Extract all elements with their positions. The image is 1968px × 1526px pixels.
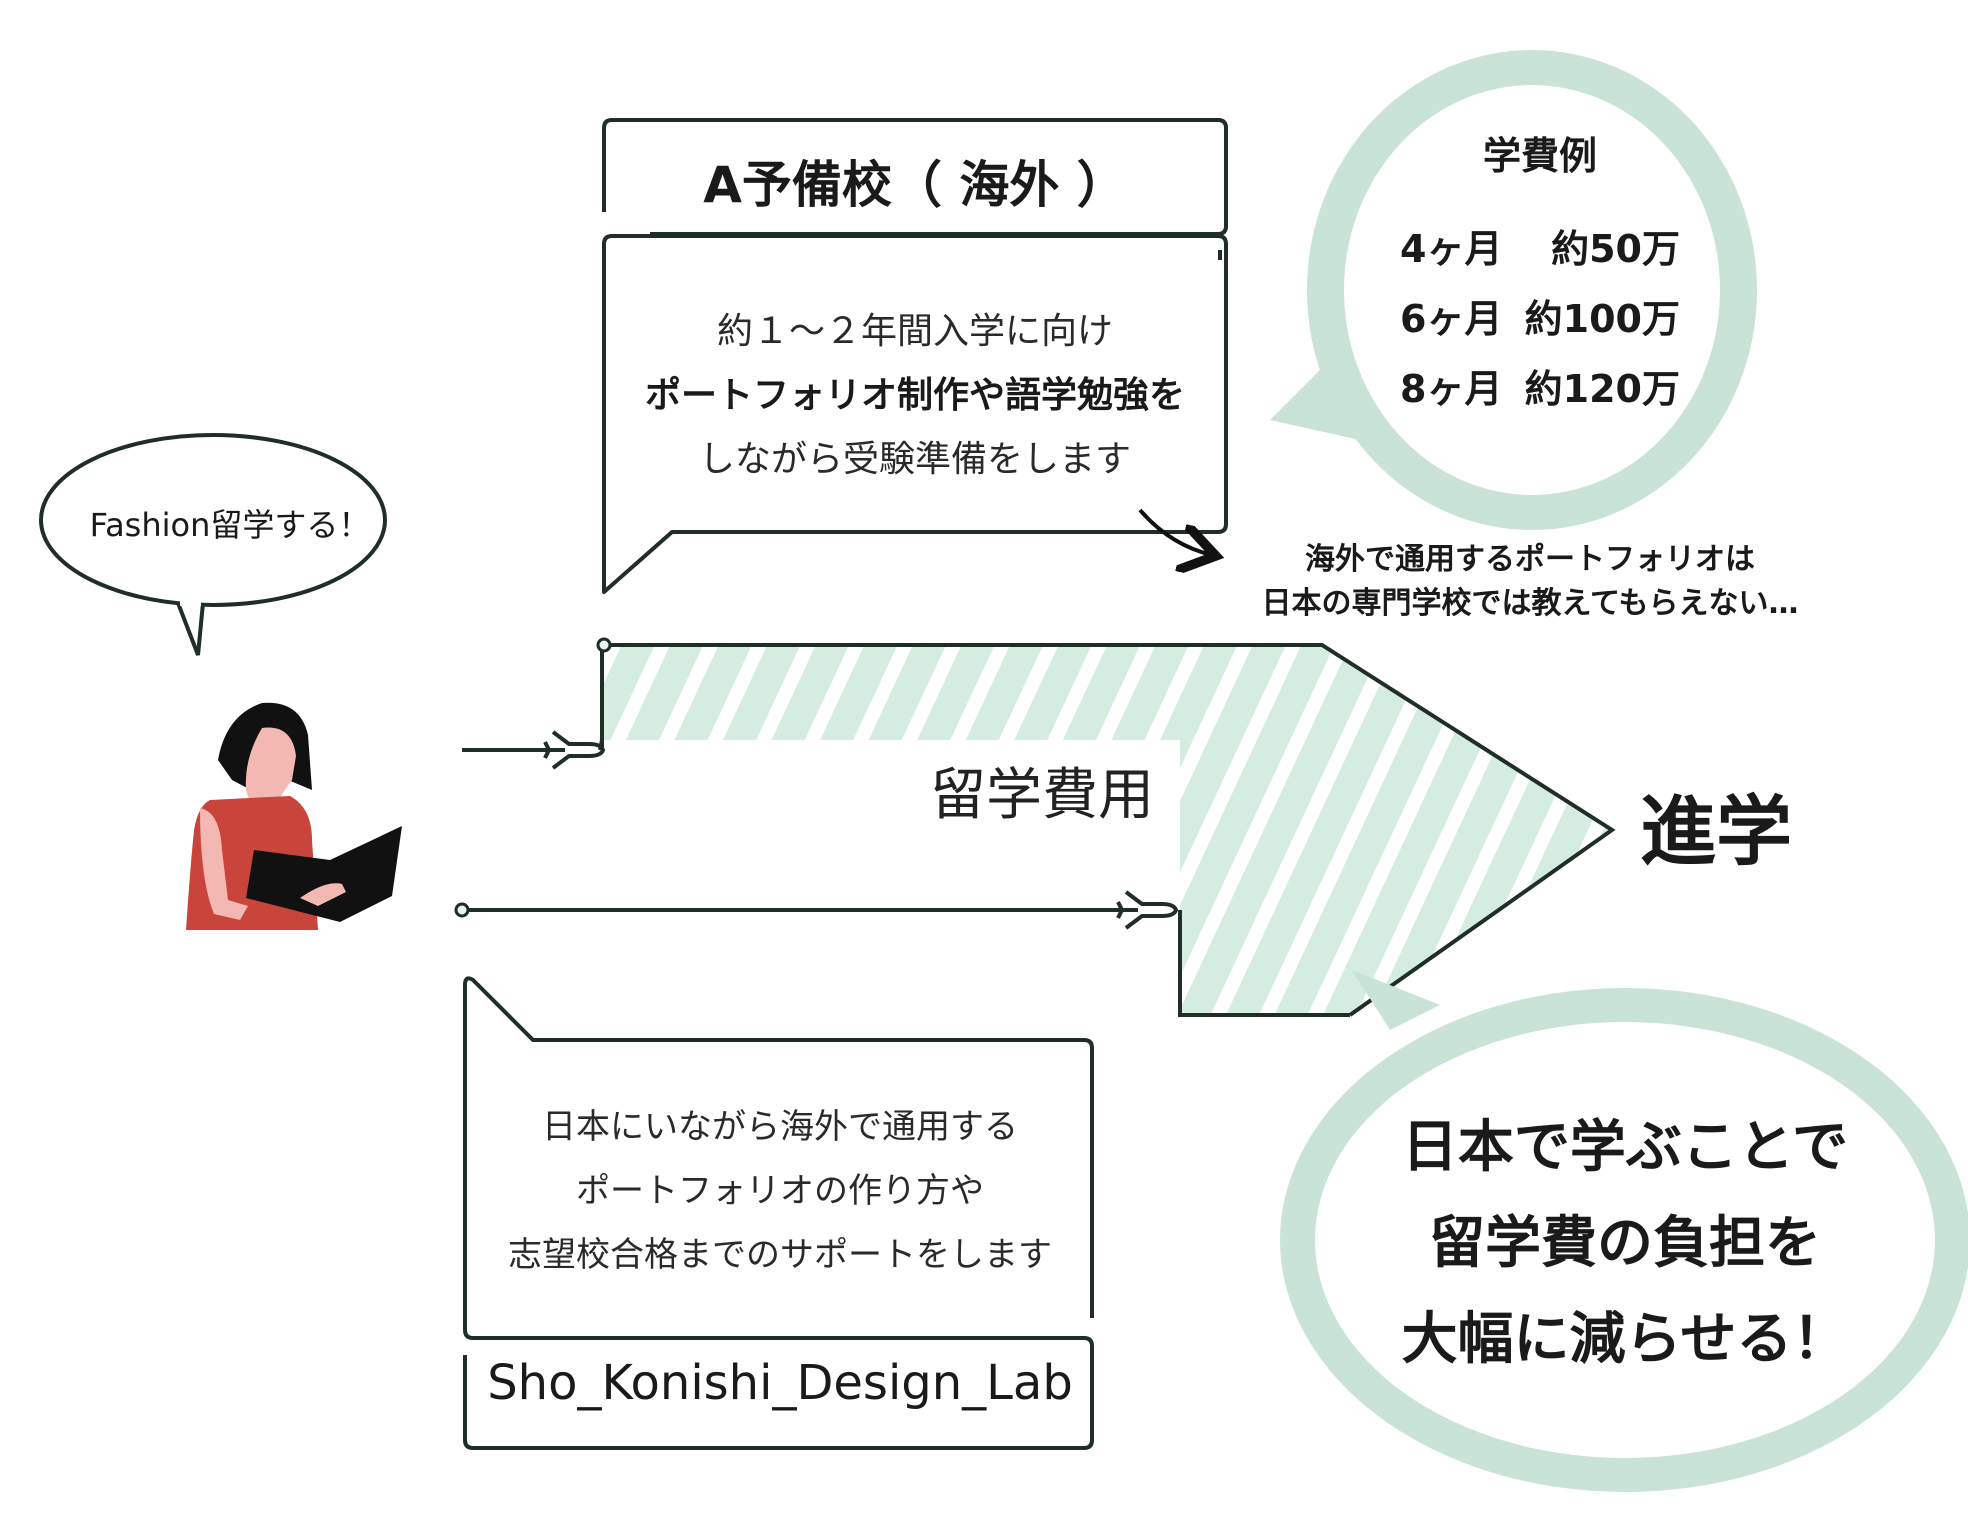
tuition-row: 4ヶ月 約50万 bbox=[1400, 218, 1680, 271]
fashion-speech-bubble bbox=[39, 433, 387, 656]
tuition-duration: 6ヶ月 bbox=[1400, 297, 1503, 341]
airplane-icon-lower bbox=[1116, 890, 1178, 930]
tuition-row: 8ヶ月 約120万 bbox=[1400, 358, 1680, 411]
fashion-speech-text: Fashion留学する！ bbox=[89, 506, 371, 544]
tuition-row: 6ヶ月 約100万 bbox=[1400, 288, 1680, 341]
tuition-cost: 約100万 bbox=[1524, 297, 1680, 341]
lower-route-line bbox=[454, 890, 1178, 930]
tuition-duration: 4ヶ月 bbox=[1400, 227, 1503, 271]
school-a-line: ポートフォリオ制作や語学勉強を bbox=[644, 375, 1185, 416]
lab-description: 日本にいながら海外で通用する ポートフォリオの作り方や 志望校合格までのサポート… bbox=[490, 1095, 1070, 1287]
curved-arrow-icon bbox=[1138, 508, 1212, 555]
note-line: 日本の専門学校では教えてもらえない… bbox=[1261, 586, 1799, 621]
tuition-cost: 約50万 bbox=[1551, 227, 1680, 271]
tuition-title: 学費例 bbox=[1482, 134, 1597, 178]
conclusion-line: 大幅に減らせる！ bbox=[1401, 1307, 1849, 1372]
conclusion-text: 日本で学ぶことで 留学費の負担を 大幅に減らせる！ bbox=[1340, 1100, 1910, 1388]
school-a-description: 約１～２年間入学に向け ポートフォリオ制作や語学勉強を しながら受験準備をします bbox=[605, 300, 1225, 492]
conclusion-line: 留学費の負担を bbox=[1429, 1211, 1821, 1276]
lab-description-box bbox=[463, 976, 1094, 1450]
school-a-title: A予備校（ 海外 ） bbox=[703, 156, 1127, 214]
school-a-title-box bbox=[602, 118, 1228, 236]
tuition-bubble bbox=[1270, 50, 1757, 530]
cost-label: 留学費用 bbox=[930, 763, 1154, 828]
conclusion-bubble bbox=[1280, 970, 1968, 1492]
portfolio-note: 海外で通用するポートフォリオは 日本の専門学校では教えてもらえない… bbox=[1210, 538, 1850, 626]
woman-reading-illustration bbox=[186, 702, 402, 930]
conclusion-line: 日本で学ぶことで bbox=[1401, 1115, 1849, 1180]
lab-line: ポートフォリオの作り方や bbox=[576, 1171, 984, 1211]
upper-route-line bbox=[462, 730, 605, 770]
tuition-duration: 8ヶ月 bbox=[1400, 367, 1503, 411]
tuition-cost: 約120万 bbox=[1524, 367, 1680, 411]
cost-arrow bbox=[596, 637, 1616, 1017]
lab-name: Sho_Konishi_Design_Lab bbox=[487, 1355, 1073, 1411]
lab-line: 日本にいながら海外で通用する bbox=[542, 1107, 1018, 1147]
lab-line: 志望校合格までのサポートをします bbox=[508, 1235, 1052, 1275]
school-a-line: 約１～２年間入学に向け bbox=[716, 311, 1113, 352]
goal-label: 進学 bbox=[1640, 787, 1792, 876]
note-line: 海外で通用するポートフォリオは bbox=[1305, 542, 1755, 577]
school-a-line: しながら受験準備をします bbox=[698, 439, 1131, 480]
airplane-icon-upper bbox=[543, 730, 605, 770]
